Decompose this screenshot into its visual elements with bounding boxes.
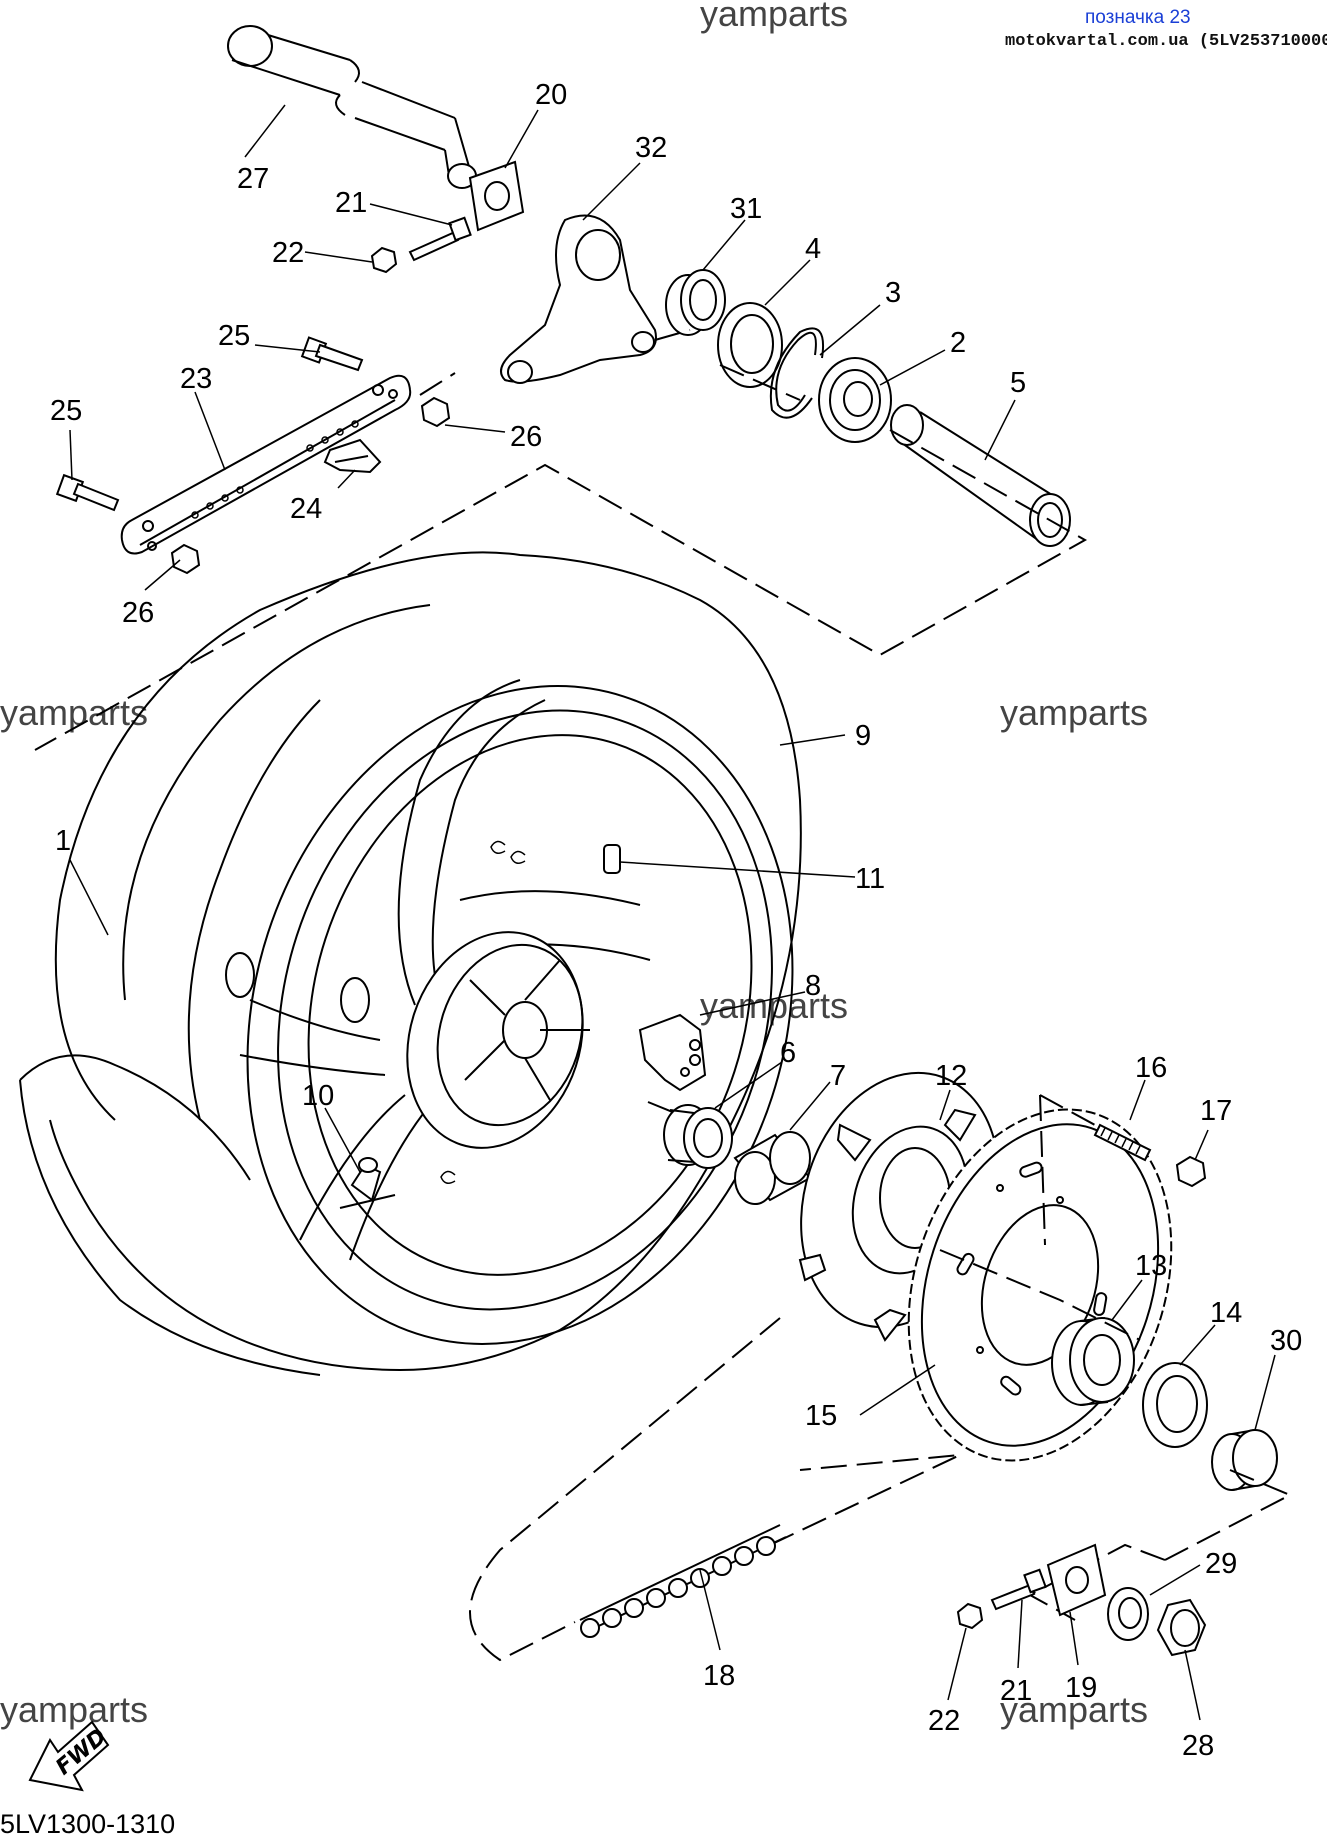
nut-26-left	[170, 543, 201, 575]
spacer-5	[890, 404, 1071, 547]
callout-20: 20	[535, 79, 567, 111]
nut-22-top	[370, 246, 398, 274]
callout-21-top: 21	[335, 187, 367, 219]
callout-numbers: 1 2 3 4 5 6 7 8 9 10 11 12 13 14 15 16 1…	[50, 79, 1302, 1762]
callout-7: 7	[830, 1060, 846, 1092]
callout-8: 8	[805, 970, 821, 1002]
fwd-arrow-icon: FWD	[28, 1720, 112, 1792]
callout-26-left: 26	[122, 597, 154, 629]
callout-2: 2	[950, 327, 966, 359]
oil-seal-4	[717, 302, 783, 388]
adjuster-block-20	[468, 160, 525, 232]
callout-30: 30	[1270, 1325, 1302, 1357]
bolt-25-top	[300, 336, 364, 372]
watermark: yamparts	[700, 985, 848, 1026]
callout-23: 23	[180, 363, 212, 395]
drive-chain-18	[469, 1317, 961, 1662]
watermark: yamparts	[0, 692, 148, 733]
diagram-code: 5LV1300-1310	[0, 1809, 175, 1839]
callout-29: 29	[1205, 1548, 1237, 1580]
callout-22-top: 22	[272, 237, 304, 269]
leader-lines	[69, 104, 1276, 1721]
clip-24	[323, 438, 382, 474]
bolt-21-top	[408, 216, 472, 262]
header-source: motokvartal.com.ua (5LV253710000)	[1005, 32, 1327, 51]
collar-31	[665, 269, 726, 336]
callout-14: 14	[1210, 1297, 1242, 1329]
adjuster-block-19	[1046, 1543, 1107, 1617]
callout-1: 1	[55, 825, 71, 857]
callout-21-bottom: 21	[1000, 1675, 1032, 1707]
callout-5: 5	[1010, 367, 1026, 399]
callout-19: 19	[1065, 1672, 1097, 1704]
chain-puller-23	[120, 374, 412, 555]
callout-17: 17	[1200, 1095, 1232, 1127]
nut-17	[1175, 1155, 1207, 1188]
watermark: yamparts	[1000, 1689, 1148, 1730]
watermark: yamparts	[0, 1689, 148, 1730]
callout-26-right: 26	[510, 421, 542, 453]
callout-15: 15	[805, 1400, 837, 1432]
collar-30	[1211, 1429, 1278, 1491]
callout-18: 18	[703, 1660, 735, 1692]
callout-22-bottom: 22	[928, 1705, 960, 1737]
callout-9: 9	[855, 720, 871, 752]
callout-4: 4	[805, 233, 821, 265]
bearing-2	[818, 357, 892, 443]
watermark: yamparts	[1000, 692, 1148, 733]
clamp-8	[638, 1013, 707, 1092]
callout-13: 13	[1135, 1250, 1167, 1282]
valve-10	[339, 1157, 396, 1209]
nut-26-right	[420, 396, 451, 428]
callout-27: 27	[237, 163, 269, 195]
callout-12: 12	[935, 1060, 967, 1092]
balance-weight-11	[603, 844, 621, 874]
callout-32: 32	[635, 132, 667, 164]
bearing-13	[1051, 1317, 1135, 1406]
axle-part	[227, 25, 477, 189]
header-label[interactable]: позначка 23	[1085, 7, 1191, 28]
callout-6: 6	[780, 1037, 796, 1069]
stud-bolt-16	[1093, 1123, 1152, 1162]
watermark: yamparts	[700, 0, 848, 34]
callout-31: 31	[730, 193, 762, 225]
bolt-21-bottom	[990, 1568, 1047, 1611]
callout-24: 24	[290, 493, 322, 525]
callout-25-left: 25	[50, 395, 82, 427]
circlip-3	[769, 327, 824, 419]
rear-wheel	[19, 551, 802, 1376]
bearing-6	[663, 1104, 733, 1169]
washer-29	[1107, 1587, 1149, 1641]
callout-3: 3	[885, 277, 901, 309]
callout-25-top: 25	[218, 320, 250, 352]
callout-16: 16	[1135, 1052, 1167, 1084]
oil-seal-14	[1142, 1362, 1208, 1448]
callout-10: 10	[302, 1080, 334, 1112]
caliper-bracket-32	[500, 214, 657, 384]
callout-11: 11	[855, 863, 885, 895]
axle-nut-28	[1156, 1598, 1207, 1657]
bolt-25-left	[55, 473, 120, 512]
callout-28: 28	[1182, 1730, 1214, 1762]
nut-22-bottom	[956, 1602, 984, 1630]
spacer-7	[733, 1131, 812, 1205]
